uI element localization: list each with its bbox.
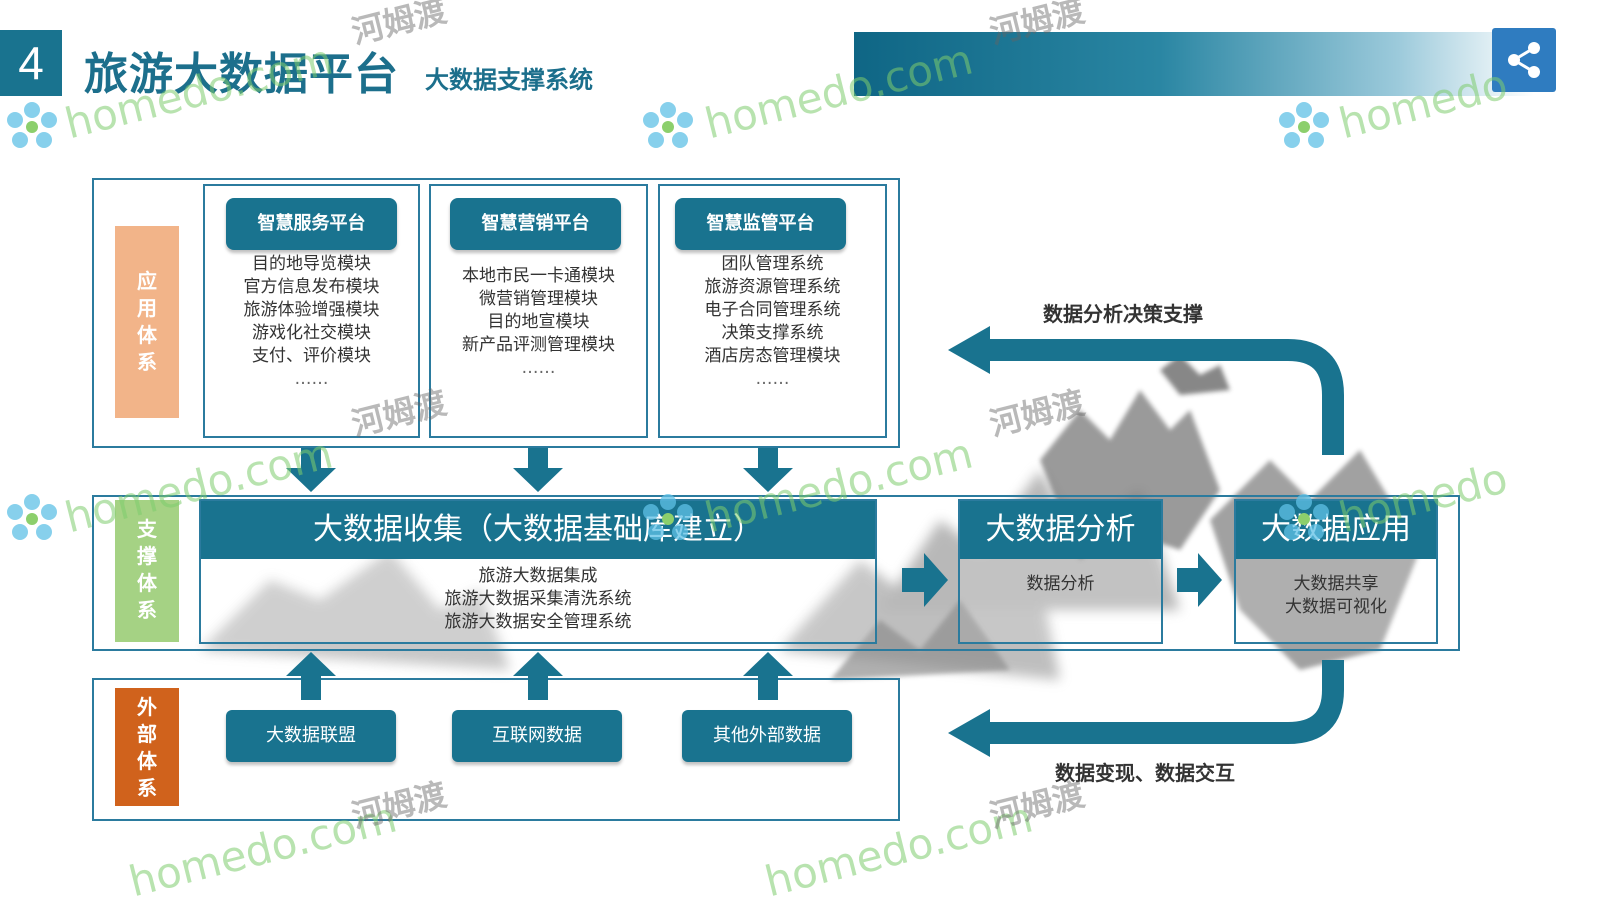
application-system-label: 应用体系 [115,226,179,418]
right-arrow-collection-analysis [902,553,948,607]
list-item: 旅游体验增强模块 [243,300,380,320]
page-subtitle: 大数据支撑系统 [425,66,593,94]
flow-label-decision-support: 数据分析决策支撑 [1043,302,1203,326]
list-item: 本地市民一卡通模块 [462,266,615,286]
external-system-label: 外部体系 [115,688,179,806]
external-source-internet[interactable]: 互联网数据 [452,710,622,762]
up-arrow-alliance [286,652,336,700]
platform-items-marketing: 本地市民一卡通模块 微营销管理模块 目的地宣模块 新产品评测管理模块 …… [429,265,648,380]
big-data-collection-title: 大数据收集（大数据基础库建立） [201,501,875,559]
list-item: 电子合同管理系统 [704,300,841,320]
share-button[interactable] [1492,28,1556,92]
list-item: 目的地导览模块 [252,254,371,274]
list-item: 微营销管理模块 [479,289,598,309]
list-item: 新产品评测管理模块 [462,335,615,355]
list-item: 目的地宣模块 [487,312,590,332]
section-number: 4 [0,30,62,96]
big-data-application-items: 大数据共享 大数据可视化 [1236,573,1436,619]
platform-title-supervision[interactable]: 智慧监管平台 [675,198,846,250]
flower-logo-icon [7,494,57,540]
platform-title-marketing[interactable]: 智慧营销平台 [450,198,621,250]
down-arrow-service [286,448,336,492]
list-item: 官方信息发布模块 [243,277,380,297]
down-arrow-supervision [743,448,793,492]
platform-column-service [203,184,420,438]
big-data-analysis-title: 大数据分析 [960,501,1161,559]
support-system-label: 支撑体系 [115,500,179,642]
down-arrow-marketing [513,448,563,492]
up-arrow-other [743,652,793,700]
big-data-application-box: 大数据应用 大数据共享 大数据可视化 [1234,499,1438,644]
flower-logo-icon [1279,102,1329,148]
page-title: 旅游大数据平台 [84,49,399,100]
big-data-analysis-box: 大数据分析 数据分析 [958,499,1163,644]
list-item: 决策支撑系统 [721,323,824,343]
application-system-frame [92,178,900,448]
list-item: 团队管理系统 [721,254,824,274]
list-item: 旅游大数据安全管理系统 [444,612,632,632]
external-system-frame [92,678,900,821]
support-system-frame [92,495,1460,651]
list-item: 酒店房态管理模块 [704,346,841,366]
flower-logo-icon [1279,494,1329,540]
flower-logo-icon [643,494,693,540]
feedback-arrow-top [988,339,1344,455]
external-source-other[interactable]: 其他外部数据 [682,710,852,762]
ellipsis: …… [521,358,556,378]
big-data-collection-box: 大数据收集（大数据基础库建立） 旅游大数据集成 旅游大数据采集清洗系统 旅游大数… [199,499,877,644]
share-icon [1508,42,1540,78]
platform-column-marketing [429,184,648,438]
big-data-collection-items: 旅游大数据集成 旅游大数据采集清洗系统 旅游大数据安全管理系统 [201,565,875,634]
list-item: 大数据共享 [1293,574,1379,594]
flow-label-monetization: 数据变现、数据交互 [1055,761,1235,785]
header-gradient-bar [854,32,1534,96]
list-item: 支付、评价模块 [252,346,371,366]
flower-logo-icon [7,102,57,148]
external-source-alliance[interactable]: 大数据联盟 [226,710,396,762]
platform-items-service: 目的地导览模块 官方信息发布模块 旅游体验增强模块 游戏化社交模块 支付、评价模… [203,253,420,391]
platform-title-service[interactable]: 智慧服务平台 [226,198,397,250]
list-item: 旅游大数据集成 [478,566,598,586]
list-item: 旅游资源管理系统 [704,277,841,297]
list-item: 游戏化社交模块 [252,323,371,343]
flower-logo-icon [643,102,693,148]
right-arrow-analysis-application [1177,553,1222,607]
platform-column-supervision [658,184,887,438]
list-item: 数据分析 [1026,574,1095,594]
ellipsis: …… [755,369,790,389]
list-item: 旅游大数据采集清洗系统 [444,589,632,609]
output-arrow-bottom [988,660,1344,744]
big-data-analysis-items: 数据分析 [960,573,1161,596]
ellipsis: …… [294,369,329,389]
list-item: 大数据可视化 [1285,597,1387,617]
platform-items-supervision: 团队管理系统 旅游资源管理系统 电子合同管理系统 决策支撑系统 酒店房态管理模块… [658,253,887,391]
up-arrow-internet [513,652,563,700]
